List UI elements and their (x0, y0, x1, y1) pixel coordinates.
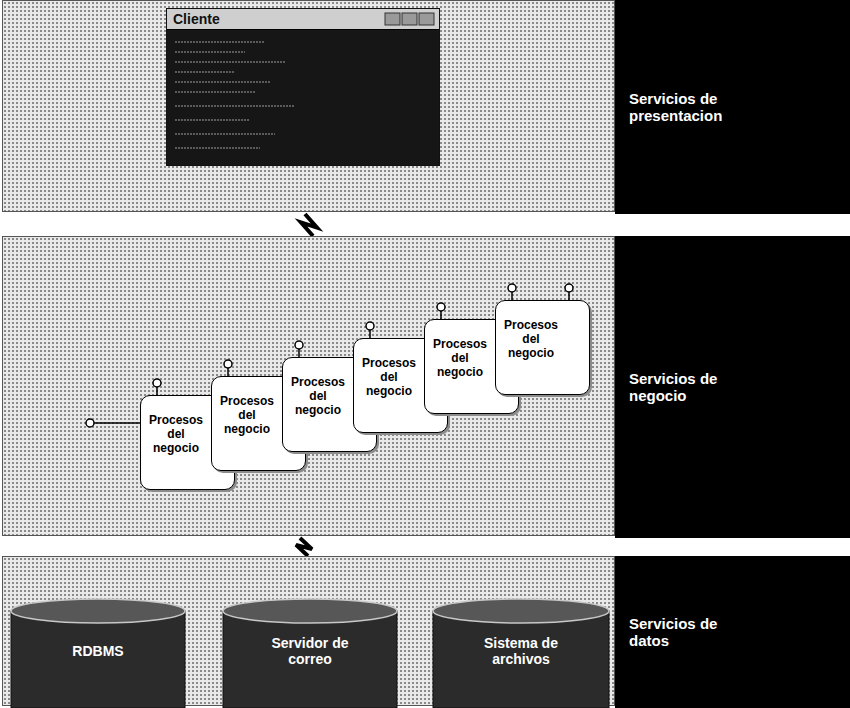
window-text-line (175, 61, 285, 63)
pin-stem (298, 349, 300, 357)
pin-head (565, 284, 573, 292)
data-store-cylinder: Sistema de archivos (432, 598, 610, 708)
process-label: Procesos del negocio (359, 357, 419, 398)
window-text-line (175, 91, 255, 93)
layer-name: Servicios de datos (629, 615, 733, 650)
pin-stem (511, 292, 513, 300)
cylinder-top (433, 599, 609, 623)
process-label: Procesos del negocio (501, 319, 561, 360)
data-store-cylinder: Servidor de correo (222, 598, 398, 708)
data-store-cylinder: RDBMS (10, 598, 186, 708)
pin-head (437, 303, 445, 311)
pin-stem (156, 387, 158, 395)
service-layer-band: Servicios de negocioProcesos del negocio… (0, 236, 850, 538)
window-text-line (175, 41, 265, 43)
service-layer-band: Servicios de datosRDBMS Servidor de corre… (0, 556, 850, 708)
window-buttons (384, 12, 436, 26)
pin-wire (94, 422, 140, 424)
process-label: Procesos del negocio (430, 338, 490, 379)
store-name: RDBMS (72, 643, 123, 659)
cylinder-top (11, 599, 185, 623)
business-process-card: Procesos del negocio (495, 300, 590, 395)
layer-label-panel: Servicios de presentacion (615, 0, 850, 214)
cylinder-body (433, 611, 609, 708)
layer-name: Servicios de negocio (629, 370, 733, 405)
pin-head (295, 341, 303, 349)
pin-head (224, 360, 232, 368)
cylinder-top (223, 599, 397, 623)
cylinder-body (223, 611, 397, 708)
pin-head (508, 284, 516, 292)
window-button (419, 13, 434, 25)
window-button (402, 13, 417, 25)
process-label: Procesos del negocio (146, 414, 206, 455)
window-text-line (175, 71, 235, 73)
pin-stem (440, 311, 442, 319)
lightning-connector (301, 214, 317, 236)
store-name: Servidor de correo (258, 635, 362, 667)
process-label: Procesos del negocio (288, 376, 348, 417)
window-text-line (175, 81, 270, 83)
window-text-line (175, 147, 260, 149)
client-window: Cliente (166, 8, 440, 166)
pin-head (86, 419, 94, 427)
window-text-line (175, 119, 250, 121)
process-side-pin (85, 418, 140, 428)
lightning-connector (296, 538, 312, 556)
cylinder-body (11, 611, 185, 708)
layer-label-panel: Servicios de datos (615, 556, 850, 708)
pin-stem (369, 330, 371, 338)
layer-name: Servicios de presentacion (629, 90, 733, 125)
pin-stem (568, 292, 570, 300)
process-pins (496, 284, 591, 300)
process-label: Procesos del negocio (217, 395, 277, 436)
window-text-line (175, 133, 275, 135)
pin-head (153, 379, 161, 387)
window-text-line (175, 51, 245, 53)
service-layer-band: Servicios de presentacion Cliente (0, 0, 850, 214)
window-title: Cliente (167, 9, 220, 29)
window-text-line (175, 105, 295, 107)
pin-stem (227, 368, 229, 376)
layer-label-panel: Servicios de negocio (615, 236, 850, 538)
window-button (385, 13, 400, 25)
store-name: Sistema de archivos (469, 635, 573, 667)
pin-head (366, 322, 374, 330)
window-title-bar: Cliente (167, 9, 439, 30)
window-body-lines (167, 30, 439, 165)
